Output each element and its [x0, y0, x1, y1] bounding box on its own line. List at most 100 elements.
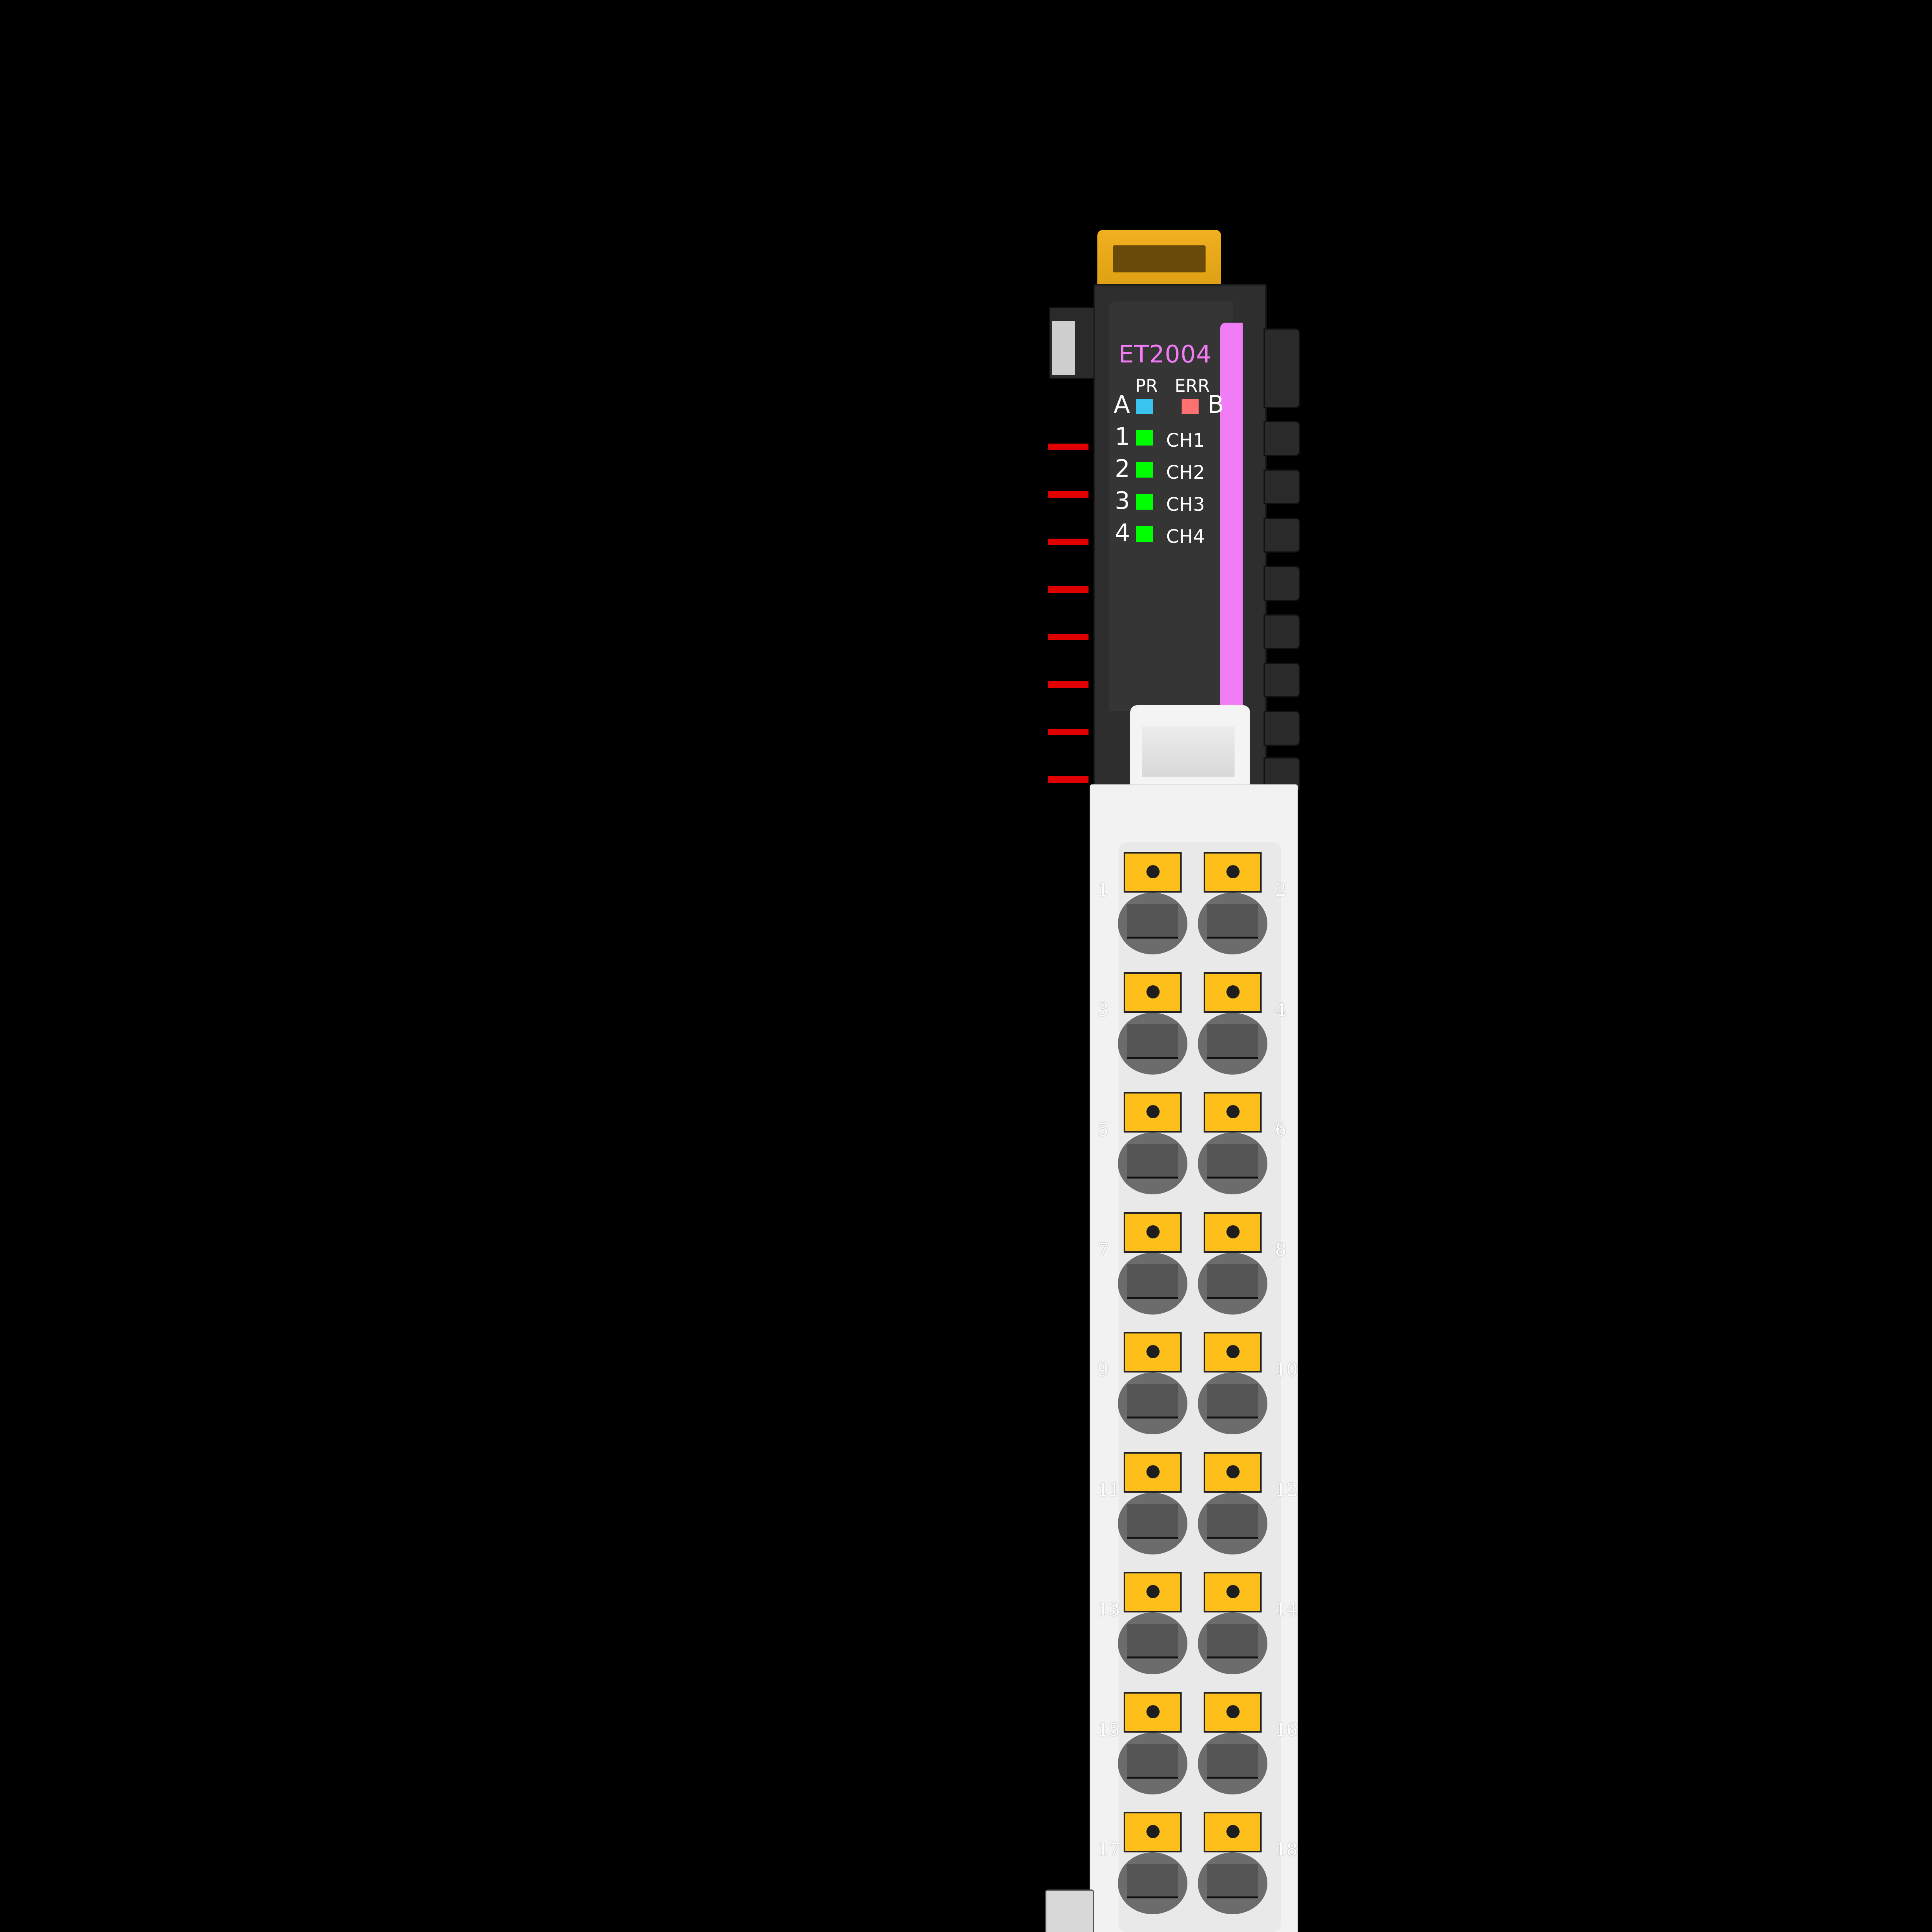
terminal-number: 8: [1275, 1239, 1287, 1260]
push-in-release-button[interactable]: [1204, 1572, 1262, 1612]
wire-entry[interactable]: [1118, 1732, 1187, 1794]
wire-entry[interactable]: [1198, 1012, 1267, 1075]
wire-entry[interactable]: [1198, 893, 1267, 954]
wire-entry[interactable]: [1198, 1133, 1267, 1194]
terminal-number: 10: [1275, 1359, 1298, 1380]
pr-label: PR: [1135, 376, 1158, 396]
wire-entry[interactable]: [1118, 1372, 1187, 1434]
channel-label: CH4: [1166, 526, 1205, 548]
terminal-number: 3: [1097, 999, 1109, 1020]
wire-clamp: [1207, 1144, 1258, 1179]
push-in-release-button[interactable]: [1204, 1692, 1262, 1733]
wire-clamp: [1127, 1024, 1178, 1059]
terminal-number: 17: [1097, 1839, 1120, 1860]
terminal-number: 13: [1097, 1599, 1120, 1620]
bus-pin: [1048, 729, 1088, 735]
terminal-block-latch[interactable]: [1130, 705, 1250, 790]
wire-clamp: [1127, 1264, 1178, 1299]
wire-entry[interactable]: [1118, 1492, 1187, 1554]
terminal-number: 2: [1275, 879, 1287, 900]
release-hole: [1146, 1225, 1160, 1238]
err-led-indicator: [1182, 399, 1199, 414]
latch-grip: [1113, 245, 1206, 272]
wire-clamp: [1127, 1384, 1178, 1418]
push-in-release-button[interactable]: [1124, 1092, 1182, 1133]
terminal-number: 15: [1097, 1719, 1120, 1740]
bus-pin: [1048, 491, 1088, 498]
wire-entry[interactable]: [1118, 1252, 1187, 1315]
push-in-release-button[interactable]: [1124, 1812, 1182, 1852]
release-hole: [1226, 1225, 1240, 1238]
wire-clamp: [1207, 1624, 1258, 1658]
wire-entry[interactable]: [1118, 1852, 1187, 1914]
terminal-number: 6: [1275, 1119, 1287, 1140]
terminal-number: 16: [1275, 1719, 1298, 1740]
channel-label: CH2: [1166, 462, 1205, 483]
push-in-release-button[interactable]: [1124, 1692, 1182, 1733]
ch4-led-indicator: [1136, 526, 1153, 542]
wire-entry[interactable]: [1198, 1732, 1267, 1794]
release-hole: [1226, 1825, 1240, 1838]
wire-clamp: [1127, 1144, 1178, 1179]
wire-clamp: [1207, 1864, 1258, 1898]
release-hole: [1146, 1465, 1160, 1478]
marker-a: A: [1114, 390, 1130, 418]
mounting-ear-bottom: [1045, 1889, 1094, 1932]
terminal-number: 1: [1097, 879, 1109, 900]
push-in-release-button[interactable]: [1124, 1212, 1182, 1253]
wire-entry[interactable]: [1118, 1133, 1187, 1194]
wire-entry[interactable]: [1198, 1852, 1267, 1914]
wire-entry[interactable]: [1198, 1372, 1267, 1434]
wire-clamp: [1207, 1024, 1258, 1059]
push-in-release-button[interactable]: [1124, 852, 1182, 893]
push-in-release-button[interactable]: [1204, 1212, 1262, 1253]
ch3-led-indicator: [1136, 494, 1153, 510]
wire-entry[interactable]: [1198, 1492, 1267, 1554]
push-in-release-button[interactable]: [1124, 1572, 1182, 1612]
push-in-release-button[interactable]: [1124, 972, 1182, 1013]
push-in-release-button[interactable]: [1124, 1332, 1182, 1372]
terminal-number: 7: [1097, 1239, 1109, 1260]
ch1-led-indicator: [1136, 430, 1153, 446]
release-hole: [1226, 985, 1240, 998]
bus-pin: [1048, 776, 1088, 783]
pr-led-indicator: [1136, 399, 1153, 414]
bus-pin: [1048, 681, 1088, 688]
push-in-release-button[interactable]: [1204, 1332, 1262, 1372]
wire-entry[interactable]: [1198, 1252, 1267, 1315]
release-hole: [1146, 1825, 1160, 1838]
release-hole: [1146, 1585, 1160, 1598]
ch2-led-indicator: [1136, 462, 1153, 478]
push-in-release-button[interactable]: [1204, 1092, 1262, 1133]
wire-entry[interactable]: [1198, 1612, 1267, 1674]
latch-recess: [1142, 726, 1235, 777]
bus-pin: [1048, 634, 1088, 640]
terminal-number: 11: [1097, 1479, 1120, 1500]
push-in-release-button[interactable]: [1204, 852, 1262, 893]
channel-number: 3: [1115, 486, 1130, 515]
push-in-release-button[interactable]: [1124, 1452, 1182, 1493]
marker-b: B: [1208, 390, 1224, 418]
channel-number: 1: [1115, 422, 1130, 451]
channel-number: 4: [1115, 519, 1130, 547]
push-in-release-button[interactable]: [1204, 1452, 1262, 1493]
terminal-number: 18: [1275, 1839, 1298, 1860]
push-in-release-button[interactable]: [1204, 1812, 1262, 1852]
wire-clamp: [1127, 1624, 1178, 1658]
release-hole: [1146, 1345, 1160, 1358]
wire-entry[interactable]: [1118, 1012, 1187, 1075]
release-hole: [1226, 1105, 1240, 1118]
push-in-release-button[interactable]: [1204, 972, 1262, 1013]
release-hole: [1226, 1705, 1240, 1718]
channel-label: CH3: [1166, 494, 1205, 515]
terminal-number: 12: [1275, 1479, 1298, 1500]
bus-pin: [1048, 444, 1088, 450]
wire-clamp: [1127, 1504, 1178, 1539]
model-label: ET2004: [1119, 340, 1212, 368]
terminal-number: 14: [1275, 1599, 1298, 1620]
wire-entry[interactable]: [1118, 893, 1187, 954]
wire-entry[interactable]: [1118, 1612, 1187, 1674]
terminal-number: 5: [1097, 1119, 1109, 1140]
release-hole: [1146, 865, 1160, 878]
terminal-number: 4: [1275, 999, 1287, 1020]
